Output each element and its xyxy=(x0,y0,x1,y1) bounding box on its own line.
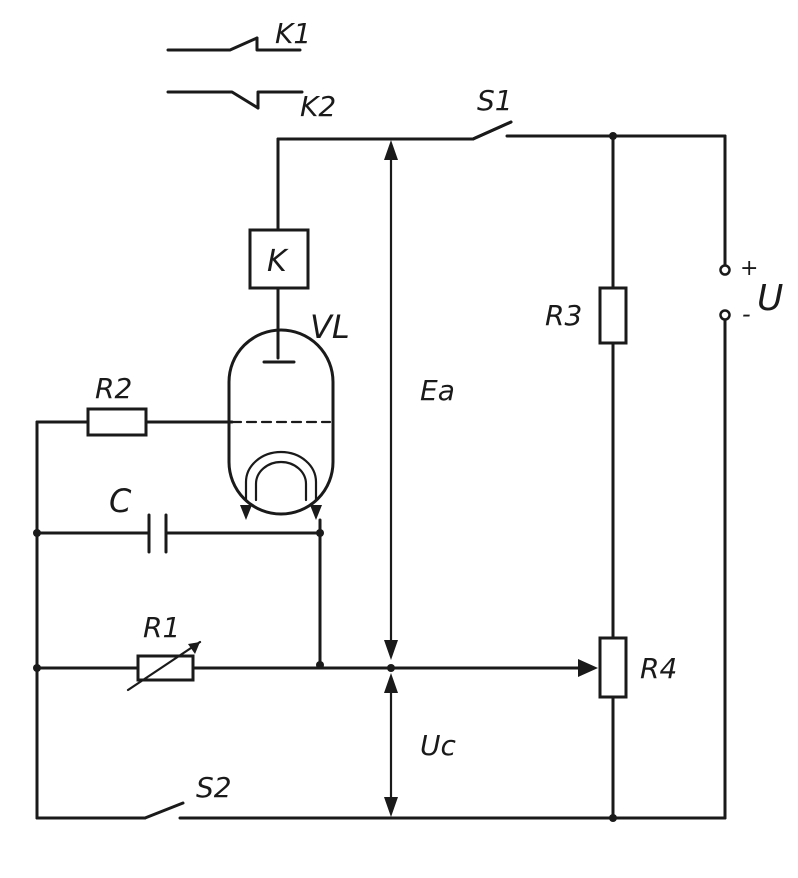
label-r4: R4 xyxy=(640,652,677,685)
label-s2: S2 xyxy=(196,771,232,804)
label-ea: Ea xyxy=(420,374,455,407)
label-c: C xyxy=(109,482,132,520)
capacitor-c xyxy=(147,513,168,554)
label-minus: - xyxy=(742,300,751,328)
switch-s1 xyxy=(471,120,513,141)
junction-dots xyxy=(33,132,617,822)
r4-wiper-arrow xyxy=(578,659,598,677)
resistor-r1 xyxy=(126,640,202,692)
label-relay-k: K xyxy=(267,244,289,279)
resistor-r3 xyxy=(598,286,628,345)
label-r1: R1 xyxy=(143,611,180,644)
label-s1: S1 xyxy=(477,84,513,117)
label-vl: VL xyxy=(310,308,350,346)
label-k2: K2 xyxy=(300,90,336,123)
resistor-r4 xyxy=(598,636,628,699)
label-supply-u: U xyxy=(757,278,783,319)
contact-k2 xyxy=(166,90,304,110)
terminal-plus xyxy=(719,264,731,276)
supply-terminals xyxy=(719,264,731,820)
label-uc: Uc xyxy=(420,729,456,762)
switch-s2 xyxy=(143,801,185,820)
r2-branch xyxy=(35,420,234,820)
contact-k1 xyxy=(166,36,302,52)
measurement-line xyxy=(384,140,398,817)
terminal-minus xyxy=(719,309,731,321)
label-r3: R3 xyxy=(545,299,582,332)
top-rail xyxy=(276,120,727,272)
tube-cathode xyxy=(244,450,318,502)
relay-coil-k xyxy=(248,228,310,290)
vacuum-tube-vl xyxy=(227,328,335,520)
label-r2: R2 xyxy=(95,372,132,405)
resistor-r2 xyxy=(86,407,148,437)
label-k1: K1 xyxy=(275,17,311,50)
label-plus: + xyxy=(740,256,758,281)
tube-heater xyxy=(254,460,308,502)
